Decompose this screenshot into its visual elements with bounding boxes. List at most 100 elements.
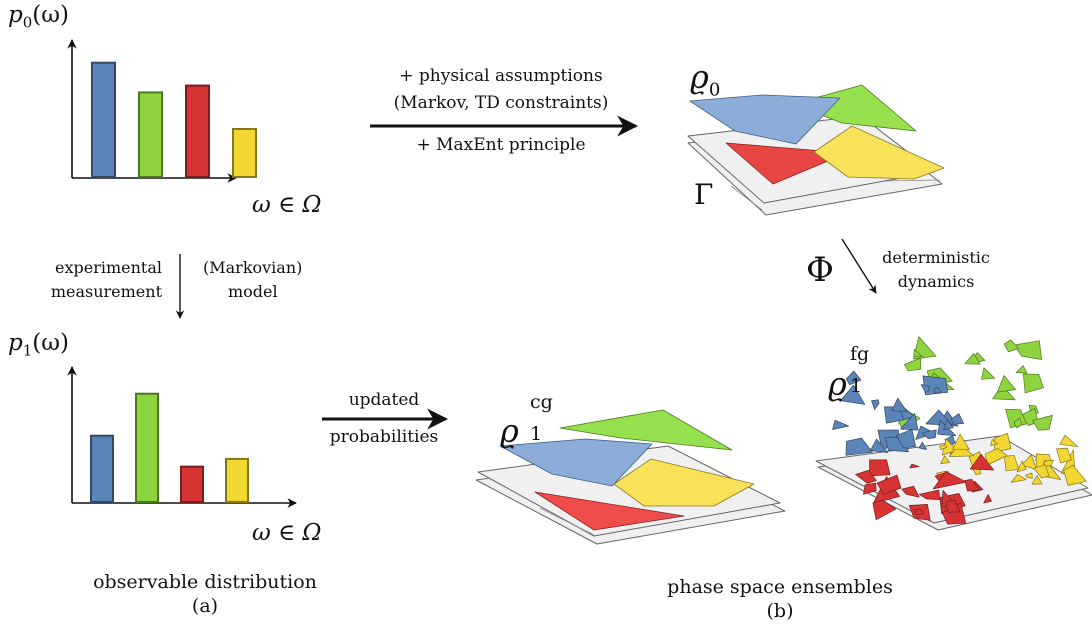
fragment — [918, 489, 941, 500]
fragment — [1023, 373, 1044, 394]
green-region — [559, 409, 733, 451]
fragment — [964, 353, 981, 365]
top-histogram — [67, 39, 257, 183]
fragment — [1021, 454, 1038, 471]
fragment — [832, 419, 849, 430]
fragment — [920, 384, 930, 393]
fragment — [901, 485, 920, 498]
bottom-x-axis-label: ω ∈ Ω — [252, 520, 322, 546]
phi-symbol: Φ — [806, 250, 834, 290]
fragment — [983, 494, 992, 504]
fragments — [832, 336, 1087, 525]
ensemble-rho1-cg — [475, 409, 786, 545]
fragment — [921, 429, 937, 440]
fragment — [904, 357, 922, 372]
fragment — [869, 438, 889, 453]
measurement-left-1: experimental — [55, 258, 162, 277]
measurement-left-2: measurement — [50, 282, 162, 301]
bottom-histogram — [67, 366, 297, 508]
fragment — [943, 419, 954, 430]
fragment — [863, 482, 877, 495]
rho-fg-sup: fg — [850, 343, 870, 365]
histogram-bar — [135, 392, 159, 504]
ensemble-rho0 — [687, 84, 945, 216]
fragment — [1013, 417, 1023, 429]
fragment — [981, 367, 996, 380]
rho0-label: ϱ0 — [690, 58, 721, 101]
fragment — [846, 370, 862, 386]
fragment — [840, 384, 866, 405]
fragment — [922, 375, 949, 396]
fragment — [876, 474, 902, 495]
fragment — [1015, 365, 1028, 374]
fragment — [918, 441, 927, 450]
fragment — [900, 412, 919, 431]
update-arrow-line2: probabilities — [329, 427, 439, 447]
fragment — [996, 375, 1016, 393]
left-caption-letter: (a) — [191, 595, 219, 617]
right-caption-letter: (b) — [766, 600, 794, 622]
fragment — [1063, 464, 1087, 486]
fragment — [896, 429, 916, 449]
fragment — [1056, 447, 1072, 464]
histogram-bar — [225, 457, 249, 503]
fragment — [871, 399, 880, 410]
fragment — [891, 397, 908, 413]
yellow-region — [813, 125, 945, 180]
measurement-right-2: model — [228, 282, 278, 301]
fragment — [855, 469, 877, 484]
top-arrow-line1: + physical assumptions — [399, 66, 603, 86]
fragment — [872, 499, 897, 521]
histogram-bar — [180, 465, 204, 503]
dynamics-line2: dynamics — [897, 272, 975, 291]
update-arrow-line1: updated — [348, 390, 420, 410]
fragment — [945, 499, 961, 513]
top-arrow-line2: (Markov, TD constraints) — [393, 93, 609, 113]
fragment — [952, 433, 970, 451]
left-caption: observable distribution — [93, 571, 317, 593]
fragment — [964, 478, 981, 492]
histogram-bar — [90, 434, 114, 504]
rho-fg-sub: 1 — [850, 375, 863, 397]
fragment — [1010, 474, 1027, 483]
fragment — [950, 413, 965, 425]
rho-fg-label: ϱ — [828, 365, 847, 403]
fragment — [914, 508, 925, 516]
green-region — [792, 84, 917, 132]
rho-cg-sup: cg — [530, 391, 553, 413]
fragment — [1013, 340, 1042, 360]
fragment — [1025, 472, 1033, 479]
fragment — [1059, 434, 1079, 448]
fragment — [939, 444, 947, 450]
histogram-bar — [91, 61, 116, 178]
blue-region — [499, 438, 653, 487]
fragment — [909, 463, 920, 469]
p0-label: p0(ω) — [8, 2, 69, 32]
fragment — [1032, 415, 1053, 431]
fragment — [1016, 460, 1027, 473]
histogram-bar — [232, 128, 257, 178]
gamma-label: Γ — [694, 178, 714, 211]
measurement-right-1: (Markovian) — [203, 258, 303, 277]
bottom-bars — [90, 392, 249, 504]
red-region — [534, 491, 685, 531]
histogram-bar — [185, 84, 210, 178]
top-x-axis-label: ω ∈ Ω — [252, 192, 322, 218]
fragment — [940, 455, 950, 464]
rho-cg-label: ϱ — [500, 412, 519, 450]
yellow-region — [613, 458, 755, 507]
fragment — [932, 471, 967, 490]
blue-region — [689, 94, 841, 145]
fragment — [845, 437, 873, 456]
dynamics-arrow — [841, 238, 877, 294]
fragment — [869, 459, 891, 477]
dynamics-line1: deterministic — [882, 248, 990, 267]
fragment — [984, 448, 1008, 466]
fragment — [1043, 460, 1054, 467]
fragment — [941, 502, 967, 525]
fragment — [933, 386, 942, 394]
right-caption: phase space ensembles — [667, 576, 893, 598]
top-bars — [91, 61, 257, 178]
p1-label: p1(ω) — [8, 330, 69, 360]
